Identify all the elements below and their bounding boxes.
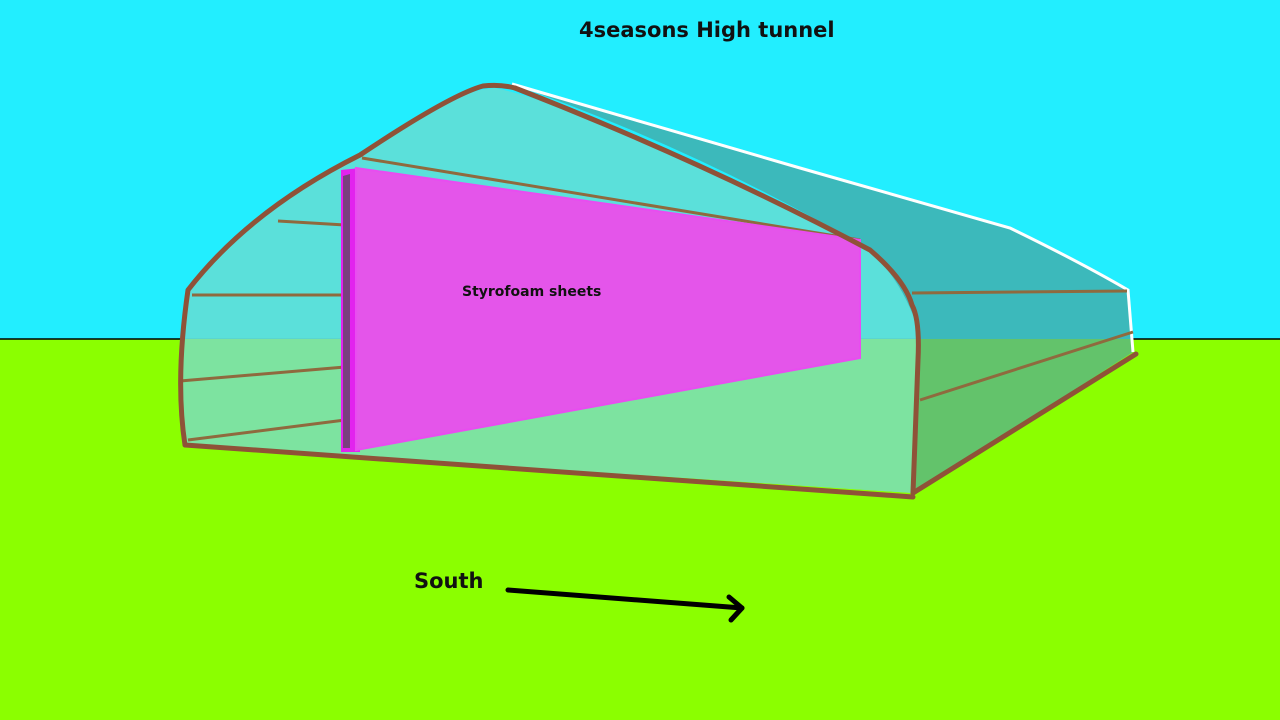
frame-outline	[178, 82, 1139, 500]
styrofoam-sheet	[355, 166, 861, 452]
south-direction-label: South	[414, 569, 484, 593]
diagram-title: 4seasons High tunnel	[579, 18, 835, 42]
styrofoam-label: Styrofoam sheets	[462, 284, 602, 300]
south-arrow-icon	[505, 587, 745, 623]
frame-purlins	[179, 156, 1134, 442]
tunnel-side-cover-lower	[913, 339, 1133, 493]
styrofoam-sheet-edge-shadow	[343, 174, 350, 448]
ridge-highlight	[511, 82, 1135, 353]
